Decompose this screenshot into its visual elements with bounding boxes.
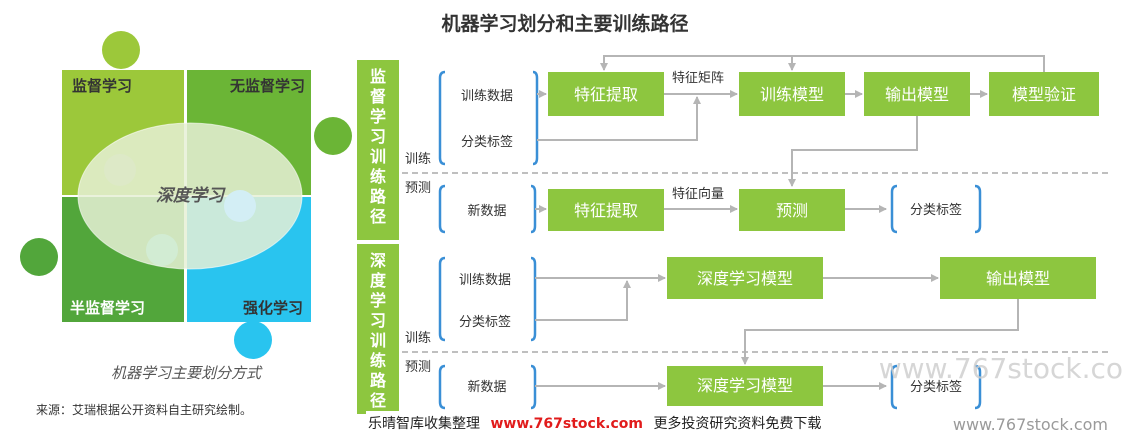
watermark-banner-bg [366,411,836,433]
deep-box-model-label: 深度学习模型 [697,269,793,288]
puzzle-graphic: 监督学习 无监督学习 半监督学习 强化学习 深度学习 [20,31,352,359]
bracket-deep-predict-left [438,364,446,410]
deep-predict-output: 分类标签 [910,379,962,395]
sup-predict-box-label: 预测 [776,201,808,220]
sup-predict-box [739,189,845,231]
sup-predict-label: 预测 [405,181,431,196]
puzzle-caption: 机器学习主要划分方式 [111,364,263,382]
watermark-banner: 乐晴智库收集整理 www.767stock.com 更多投资研究资料免费下载 [368,415,821,432]
supervised-side-char: 习 [370,127,386,146]
sup-box-model-validate-label: 模型验证 [1012,85,1076,104]
sup-input-labels: 分类标签 [461,134,513,150]
supervised-side-label: 监 督 学 习 训 练 路 径 [370,67,387,226]
deep-side-label: 深 度 学 习 训 练 路 径 [370,251,387,410]
deep-side-char: 深 [370,251,386,270]
sup-box-output-model [864,72,970,116]
bracket-deep-train-right [530,256,537,342]
arrow-deep-labels-to-model [535,280,631,321]
watermark-right-big: www.767stock.co [879,352,1123,385]
deep-box-output-label: 输出模型 [986,269,1050,288]
puzzle-knob-right [314,117,352,155]
label-deep-learning: 深度学习 [156,186,226,206]
deep-side-char: 路 [370,371,387,390]
deep-box-output [940,257,1096,299]
sup-input-train-data: 训练数据 [461,89,513,104]
bracket-sup-predict-left [438,184,446,234]
deep-side-char: 度 [370,271,387,290]
supervised-side-char: 督 [370,87,386,106]
deep-side-char: 径 [370,391,386,410]
puzzle-inner-knob-2 [146,234,178,266]
deep-side-char: 练 [370,351,386,370]
supervised-side-char: 训 [370,147,386,166]
deep-input-train-data: 训练数据 [459,273,511,288]
sup-predict-feature-box [548,189,664,231]
bracket-sup-output-left [890,184,898,234]
bracket-supervised-train-mid [532,70,539,166]
sup-box-output-model-label: 输出模型 [885,85,949,104]
puzzle-knob-bottom [234,321,272,359]
puzzle-inner-knob-3 [224,190,256,222]
deep-side-char: 训 [370,331,386,350]
deep-side-char: 学 [370,291,386,310]
bracket-deep-output-right [974,364,982,410]
label-reinforcement: 强化学习 [243,299,303,317]
bracket-sup-predict-right [530,184,537,234]
sup-box-model-validate [989,72,1099,116]
sup-predict-feature-label: 特征提取 [574,201,638,220]
deep-predict-model-box [667,366,823,406]
sup-arrow-label-matrix: 特征矩阵 [672,71,724,86]
bracket-deep-train-left [438,256,446,342]
label-supervised: 监督学习 [72,77,132,95]
watermark-banner-head: 乐晴智库收集整理 [368,415,480,432]
watermark-banner-url: www.767stock.com [490,416,643,432]
sup-box-feature-extract-label: 特征提取 [574,85,638,104]
deep-side-char: 习 [370,311,386,330]
arrow-labels-to-train [537,96,701,141]
watermark-right-small: www.767stock.com [953,415,1108,434]
arrow-validate-feedback [600,55,1045,72]
bracket-deep-predict-right [530,364,537,410]
label-unsupervised: 无监督学习 [229,77,305,95]
sup-box-train-model-label: 训练模型 [760,85,824,104]
sup-predict-input: 新数据 [467,203,506,219]
sup-arrow-label-vector: 特征向量 [672,186,724,202]
puzzle-knob-left [20,238,58,276]
deep-learning-ellipse-overlay [77,122,303,270]
arrow-deep-output-to-predict [741,299,1019,365]
source-note: 来源：艾瑞根据公开资料自主研究绘制。 [36,402,252,417]
deep-predict-model-label: 深度学习模型 [697,376,793,395]
puzzle-knob-top [102,31,140,69]
supervised-side-char: 监 [370,67,386,86]
deep-input-labels: 分类标签 [459,314,511,330]
sup-train-label: 训练 [405,152,431,167]
label-semi-supervised: 半监督学习 [70,299,145,317]
supervised-side-char: 练 [370,167,386,186]
sup-box-feature-extract [548,72,664,116]
deep-box-model [667,257,823,299]
arrow-output-to-predict [788,116,918,187]
supervised-side-char: 径 [370,207,386,226]
supervised-side-char: 学 [370,107,386,126]
deep-learning-ellipse [78,123,302,269]
puzzle-inner-knob-1 [104,154,136,186]
supervised-side-char: 路 [370,187,387,206]
bracket-deep-output-left [890,364,898,410]
bracket-sup-output-right [974,184,982,234]
watermark-banner-tail: 更多投资研究资料免费下载 [653,415,821,432]
sup-box-train-model [739,72,845,116]
supervised-side-bar [357,60,399,240]
deep-train-label: 训练 [405,331,431,346]
bracket-supervised-train [438,70,446,166]
deep-side-bar [357,244,399,414]
deep-predict-label: 预测 [405,360,431,375]
sup-predict-output: 分类标签 [910,202,962,218]
deep-predict-input: 新数据 [467,379,506,395]
page-title: 机器学习划分和主要训练路径 [441,12,688,35]
